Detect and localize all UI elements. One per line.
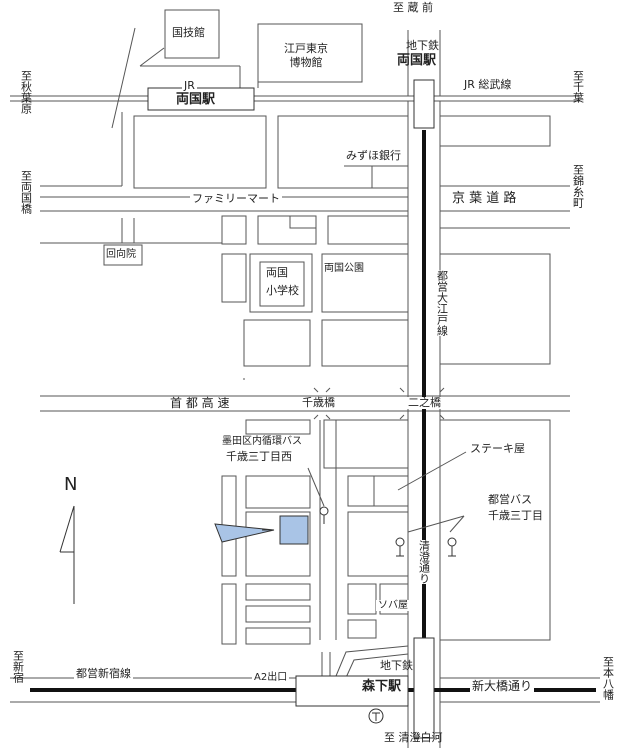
ryogoku-school-label: 両国 小学校 — [266, 266, 299, 297]
sumida-loop-bus-label: 墨田区内循環バス — [220, 436, 304, 447]
morishita-station-box — [295, 675, 409, 707]
compass-north-label: N — [64, 474, 78, 495]
subway-label-bottom: 地下鉄 — [380, 659, 413, 672]
to-chiba-label: 至千葉 — [571, 70, 585, 103]
block — [133, 115, 267, 189]
shin-ohashi-dori-label: 新大橋通り — [470, 679, 535, 694]
kokugikan-label: 国技館 — [172, 26, 205, 39]
diagonal-road — [111, 27, 136, 129]
a2-exit-label: A2出口 — [252, 672, 290, 683]
to-kinshicho-label: 至錦糸町 — [571, 164, 585, 208]
to-kuramae-label: 至 蔵 前 — [393, 1, 433, 14]
destination-building — [279, 515, 309, 545]
steak-house-label: ステーキ屋 — [470, 442, 525, 455]
ryogoku-oedo-station-label: 両国駅 — [397, 53, 437, 68]
to-motoyawata-label: 至本八幡 — [601, 656, 615, 700]
subway-label: 地下鉄 — [406, 39, 439, 52]
jr-sobu-line-label: JR 総武線 — [462, 78, 514, 92]
shinjuku-line-label: 都営新宿線 — [74, 667, 133, 681]
chitose3-label: 千歳三丁目 — [488, 509, 543, 522]
bus-stop-icon — [395, 537, 405, 547]
keiyo-road-label: 京 葉 道 路 — [452, 191, 517, 206]
mizuho-bank-label: みずほ銀行 — [346, 149, 401, 162]
destination-arrow — [214, 523, 275, 543]
kiyosumi-dori-label: 清澄通り — [416, 540, 432, 584]
ryogoku-park-label: 両国公園 — [324, 263, 364, 274]
chitosebashi-label: 千歳橋 — [300, 396, 337, 410]
oedo-line-label: 都営大江戸線 — [434, 270, 450, 336]
school-block — [249, 253, 313, 313]
ryogoku-jr-station-label: 両国駅 — [176, 92, 216, 107]
ekoin-label: 回向院 — [106, 249, 136, 260]
shuto-expressway-label: 首 都 高 速 — [168, 396, 232, 411]
to-shinjuku-label: 至新宿 — [11, 650, 25, 683]
jr-label: JR — [182, 79, 197, 93]
compass-icon — [59, 505, 75, 604]
bus-stop-icon — [447, 537, 457, 547]
block — [439, 115, 551, 147]
steak-leader — [397, 451, 467, 491]
edo-museum-label: 江戸東京 博物館 — [284, 42, 328, 70]
morishita-platform — [413, 637, 435, 739]
chitose3-west-label: 千歳三丁目西 — [224, 450, 294, 464]
familymart-label: ファミリーマート — [190, 192, 282, 206]
futanohashi-label: 二之橋 — [406, 396, 443, 410]
ekoin-box — [103, 244, 143, 266]
kokugikan-outline — [164, 9, 220, 59]
morishita-station-label: 森下駅 — [362, 679, 402, 694]
to-ryogokubashi-label: 至両国橋 — [19, 170, 33, 214]
bus-stop-icon — [319, 506, 329, 516]
ryogoku-oedo-platform — [413, 79, 435, 129]
soba-shop-label: ソバ屋 — [376, 600, 410, 611]
edo-museum-outline — [257, 23, 363, 83]
toei-bus-label: 都営バス — [488, 493, 532, 506]
bus-leader — [407, 515, 465, 533]
ryogoku-jr-platform — [147, 87, 255, 111]
diagonal-road — [139, 47, 165, 67]
to-akihabara-label: 至秋葉原 — [19, 70, 33, 114]
to-kiyosumi-shirakawa-label: 至 清澄白河 — [384, 731, 443, 744]
